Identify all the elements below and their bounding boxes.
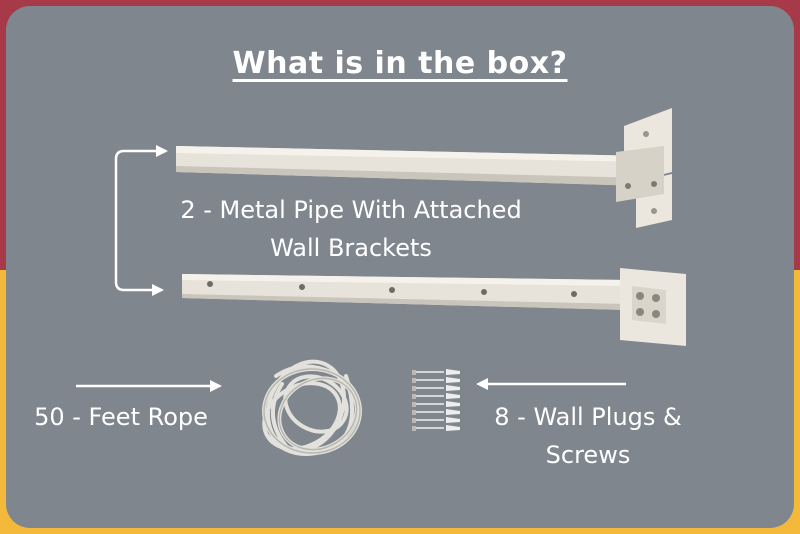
rope-arrowhead	[210, 380, 222, 392]
plugs-label: 8 - Wall Plugs & Screws	[468, 398, 708, 474]
metal-pipe-top	[176, 108, 672, 228]
plugs-label-line1: 8 - Wall Plugs &	[494, 403, 682, 431]
pipe-label-line2: Wall Brackets	[270, 234, 432, 262]
rope-coil	[262, 359, 362, 456]
metal-pipe-bottom	[182, 268, 686, 346]
wall-plugs-and-screws	[412, 369, 460, 431]
rope-label: 50 - Feet Rope	[16, 398, 226, 436]
content-panel: What is in the box?	[6, 6, 794, 528]
pipe-label-line1: 2 - Metal Pipe With Attached	[180, 196, 522, 224]
rope-label-text: 50 - Feet Rope	[34, 403, 208, 431]
connector-arrow	[114, 149, 166, 292]
page-title: What is in the box?	[232, 46, 568, 81]
rope-coil-shadow	[263, 368, 361, 454]
illustration	[76, 108, 686, 456]
plugs-label-line2: Screws	[545, 441, 631, 469]
arrowhead-bottom	[152, 284, 164, 296]
plugs-arrowhead	[476, 378, 488, 390]
pipe-label: 2 - Metal Pipe With Attached Wall Bracke…	[151, 191, 551, 267]
arrowhead-top	[156, 145, 168, 157]
